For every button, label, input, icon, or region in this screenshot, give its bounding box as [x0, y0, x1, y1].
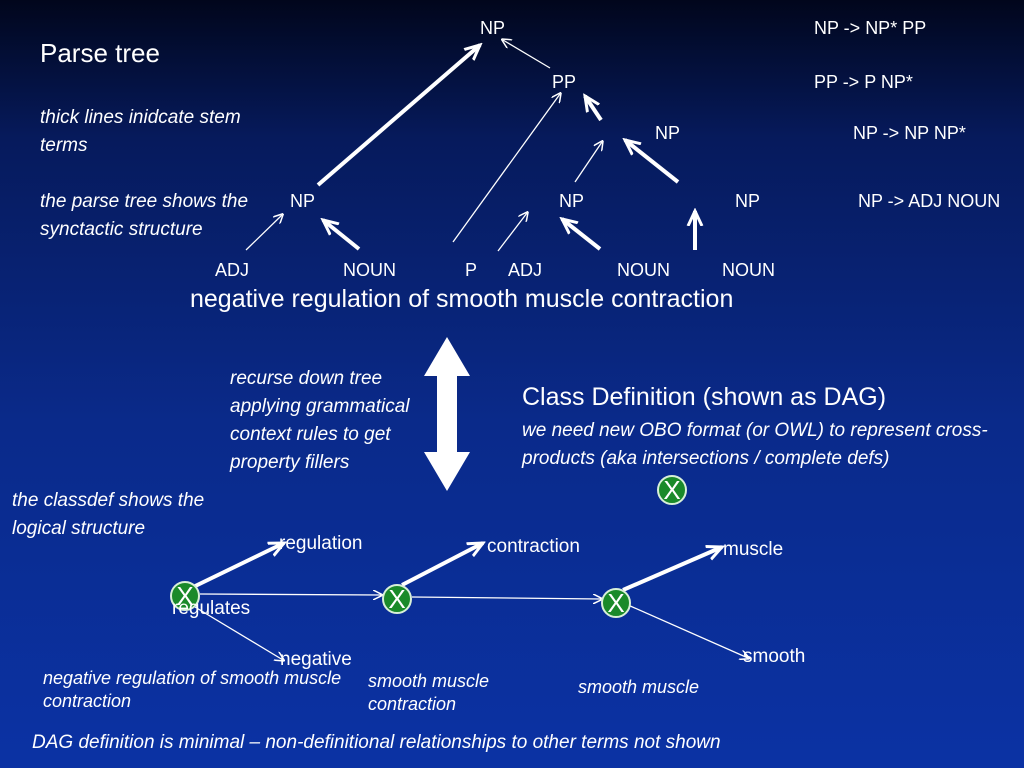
caption-smooth-muscle-contraction: smooth muscle contraction: [368, 671, 490, 714]
dag-edge-negative: [189, 603, 283, 660]
tree-edge-noun-np-left-thick: [323, 220, 361, 251]
pos-tag: P: [465, 260, 478, 280]
double-arrow-icon: [424, 337, 470, 491]
caption-negative-regulation: negative regulation of smooth muscle con…: [43, 668, 342, 711]
tree-node-pp: PP: [552, 72, 577, 92]
pos-tag: ADJ: [215, 260, 250, 280]
tree-edge-adj-np-left: [245, 215, 282, 251]
tree-node-np-root: NP: [480, 18, 506, 38]
tree-node-np-left: NP: [290, 191, 316, 211]
parsed-sentence: negative regulation of smooth muscle con…: [190, 285, 734, 313]
pos-tag: NOUN: [617, 260, 670, 280]
dag-edge-regulates: [199, 594, 381, 595]
tree-edge-np-right-mid-thick: [625, 140, 680, 184]
grammar-rule: NP -> NP* PP: [814, 18, 927, 38]
tree-edge-np-pp-thick: [585, 96, 603, 122]
dag-edge-regulation: [186, 541, 284, 592]
dag-label-contraction: contraction: [487, 536, 580, 557]
tree-node-np-right: NP: [735, 191, 761, 211]
dag-node-x: X: [382, 584, 412, 614]
grammar-rule: NP -> ADJ NOUN: [858, 191, 1001, 211]
dag-label-negative: negative: [280, 649, 352, 670]
classdef-subheading: we need new OBO format (or OWL) to repre…: [522, 420, 988, 469]
dag-edge-muscle: [622, 547, 722, 592]
tree-edge-np-root-thick: [316, 45, 480, 187]
tree-edge-noun-np-center-thick: [562, 219, 602, 251]
classdef-note: the classdef shows the logical structure: [12, 490, 205, 539]
caption-smooth-muscle: smooth muscle: [578, 677, 700, 697]
grammar-rule: PP -> P NP*: [814, 72, 913, 92]
tree-edge-np-center-mid: [574, 142, 602, 183]
pos-tag: NOUN: [722, 260, 775, 280]
dag-node-x: X: [170, 581, 200, 611]
dag-label-smooth: smooth: [743, 646, 806, 667]
slide-title: Parse tree: [40, 38, 160, 68]
dag-edge-x2-x3: [411, 597, 601, 599]
tree-edge-p-pp: [452, 94, 560, 243]
dag-node-x: X: [601, 588, 631, 618]
dag-edge-smooth: [627, 604, 748, 658]
stem-note: thick lines inidcate stem terms: [40, 107, 241, 156]
tree-edge-pp-np-root: [503, 40, 551, 69]
structure-note: the parse tree shows the synctactic stru…: [40, 191, 249, 240]
tree-node-np-center: NP: [559, 191, 585, 211]
dag-edge-contraction: [401, 541, 483, 587]
tree-node-np-mid: NP: [655, 123, 681, 143]
pos-tag: NOUN: [343, 260, 396, 280]
pos-tag: ADJ: [508, 260, 543, 280]
classdef-heading: Class Definition (shown as DAG): [522, 383, 887, 411]
tree-edge-adj-np-center: [497, 213, 527, 252]
dag-label-muscle: muscle: [723, 539, 784, 560]
dag-label-regulation: regulation: [279, 533, 363, 554]
recurse-note: recurse down tree applying grammatical c…: [230, 368, 410, 473]
class-node-x: X: [657, 475, 687, 505]
dag-label-regulates: regulates: [172, 598, 251, 619]
grammar-rule: NP -> NP NP*: [853, 123, 966, 143]
footer-note: DAG definition is minimal – non-definiti…: [32, 732, 721, 753]
